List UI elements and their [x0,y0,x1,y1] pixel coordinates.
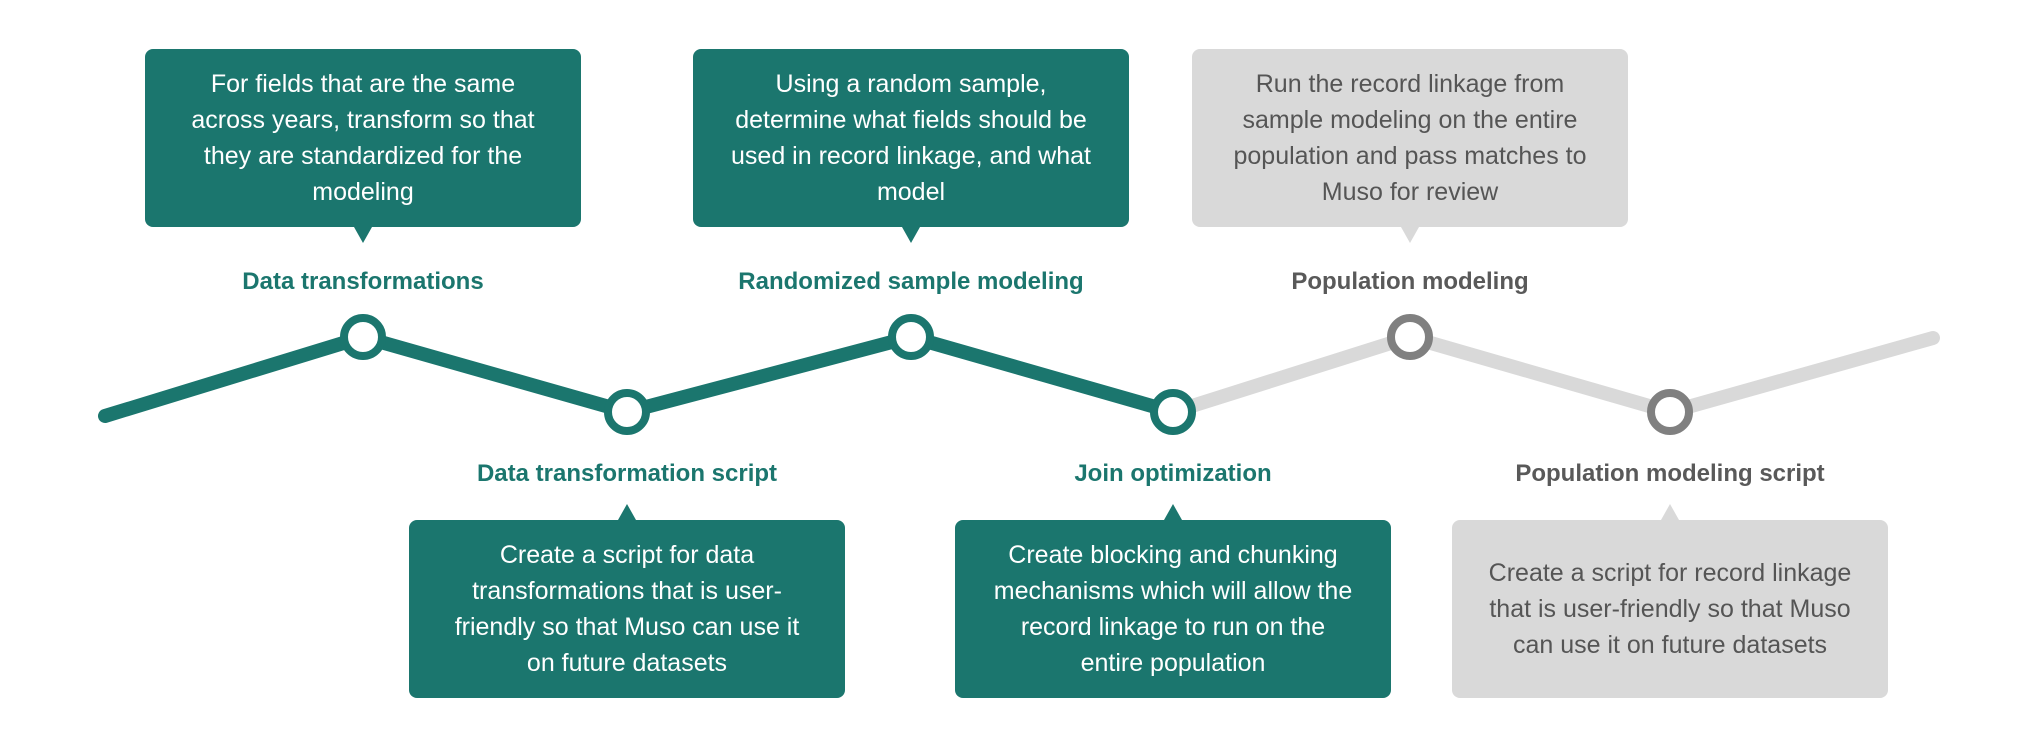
milestone-marker-population-modeling [1387,314,1433,360]
stage-description: Create a script for data transformations… [454,541,800,677]
milestone-marker-randomized-sample-modeling [888,314,934,360]
milestone-marker-data-transformations [340,314,386,360]
stage-callout-randomized-sample-modeling: Using a random sample, determine what fi… [693,49,1129,243]
callout-pointer [618,504,636,520]
stage-title-join-optimization: Join optimization [1074,460,1272,487]
callout-pointer [1661,504,1679,520]
stage-description: Create blocking and chunking mechanisms … [993,541,1353,677]
stage-callout-data-transformations: For fields that are the same across year… [145,49,581,243]
milestone-marker-join-optimization [1150,389,1196,435]
timeline-line-upcoming [1166,330,1940,419]
callout-pointer [1401,227,1419,243]
stage-title-randomized-sample-modeling: Randomized sample modeling [738,268,1084,295]
stage-title-population-modeling-script: Population modeling script [1515,460,1825,487]
stage-description: Create a script for record linkage that … [1488,559,1852,659]
milestone-marker-population-modeling-script [1647,389,1693,435]
stage-callout-data-transformation-script: Create a script for data transformations… [409,504,845,698]
milestone-marker-data-transformation-script [604,389,650,435]
stage-callout-population-modeling-script: Create a script for record linkage that … [1452,504,1888,698]
callout-pointer [902,227,920,243]
stage-description: Using a random sample, determine what fi… [731,70,1091,206]
stage-callout-join-optimization: Create blocking and chunking mechanisms … [955,504,1391,698]
stage-title-population-modeling: Population modeling [1291,268,1529,295]
stage-title-data-transformation-script: Data transformation script [476,460,778,487]
callout-pointer [354,227,372,243]
callout-pointer [1164,504,1182,520]
stage-description: For fields that are the same across year… [191,70,535,206]
stage-title-data-transformations: Data transformations [242,268,484,295]
stage-callout-population-modeling: Run the record linkage from sample model… [1192,49,1628,243]
stage-description: Run the record linkage from sample model… [1233,70,1587,206]
